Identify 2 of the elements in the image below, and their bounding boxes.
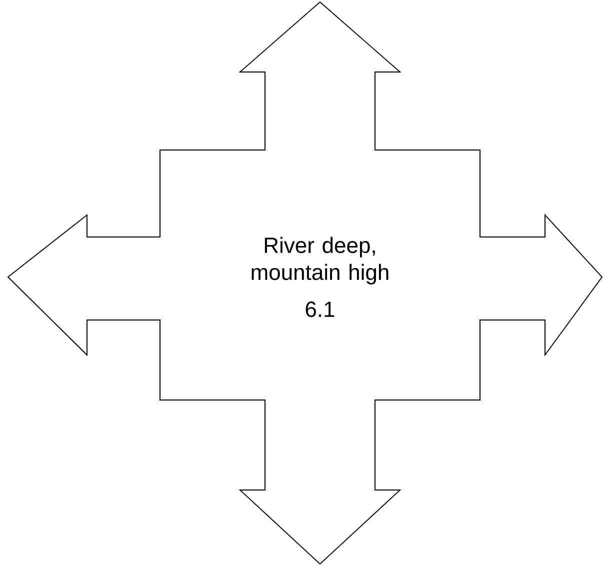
node-text: 6.1: [306, 302, 334, 318]
node-text: River deep, mountain high: [252, 236, 388, 284]
